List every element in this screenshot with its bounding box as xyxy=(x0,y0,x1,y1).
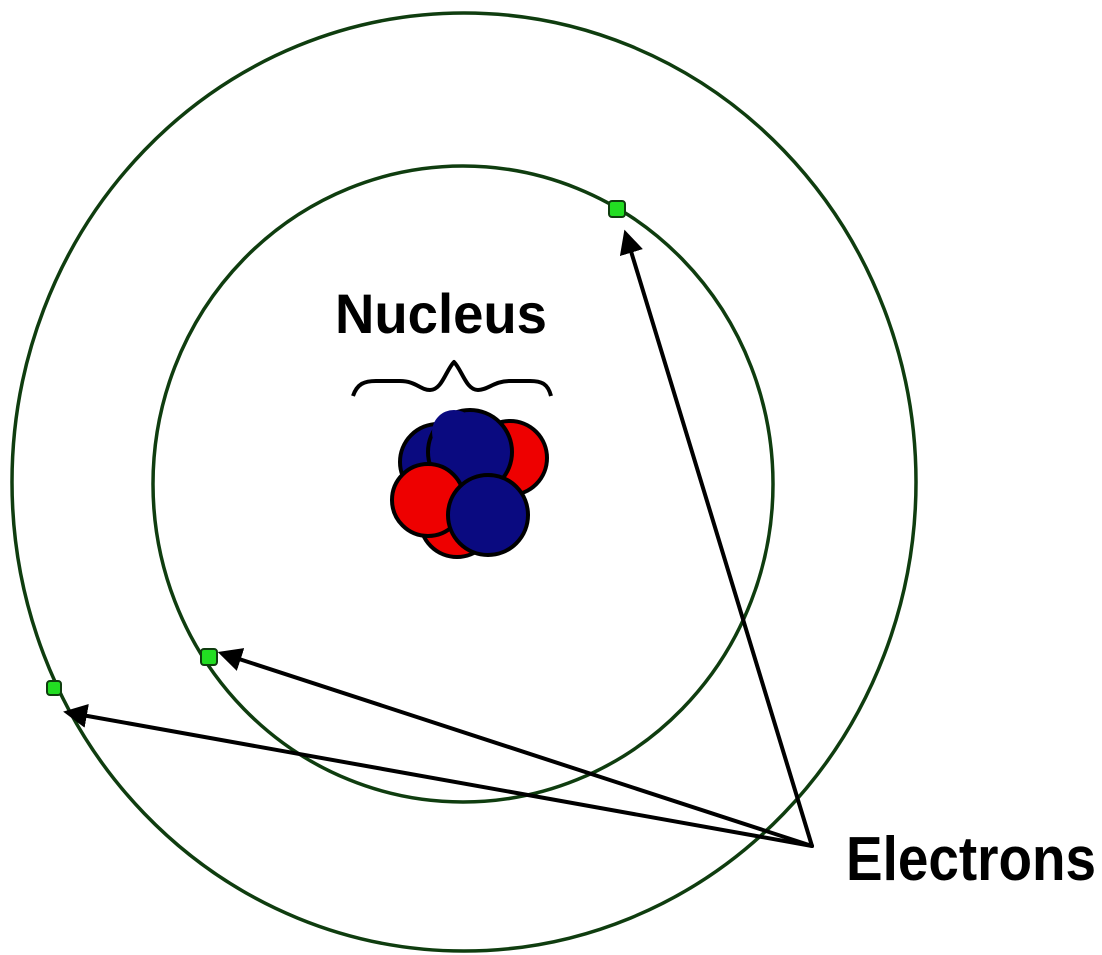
nucleus xyxy=(390,408,549,559)
electrons-label: Electrons xyxy=(846,825,1096,894)
pointer-line-inner-electron xyxy=(217,648,814,848)
electron-outer-left xyxy=(46,680,62,696)
electron-inner-left xyxy=(200,648,218,666)
nucleus-label: Nucleus xyxy=(335,282,547,345)
proton xyxy=(432,410,476,454)
inner-orbit xyxy=(151,164,775,804)
pointer-line-outer-electron xyxy=(63,704,814,848)
neutron xyxy=(446,473,530,557)
pointer-line-top-electron xyxy=(619,229,814,848)
nucleus-brace xyxy=(351,360,553,397)
electron-pointer-lines xyxy=(63,229,814,848)
outer-orbit xyxy=(10,11,918,953)
electron-top xyxy=(608,200,626,218)
